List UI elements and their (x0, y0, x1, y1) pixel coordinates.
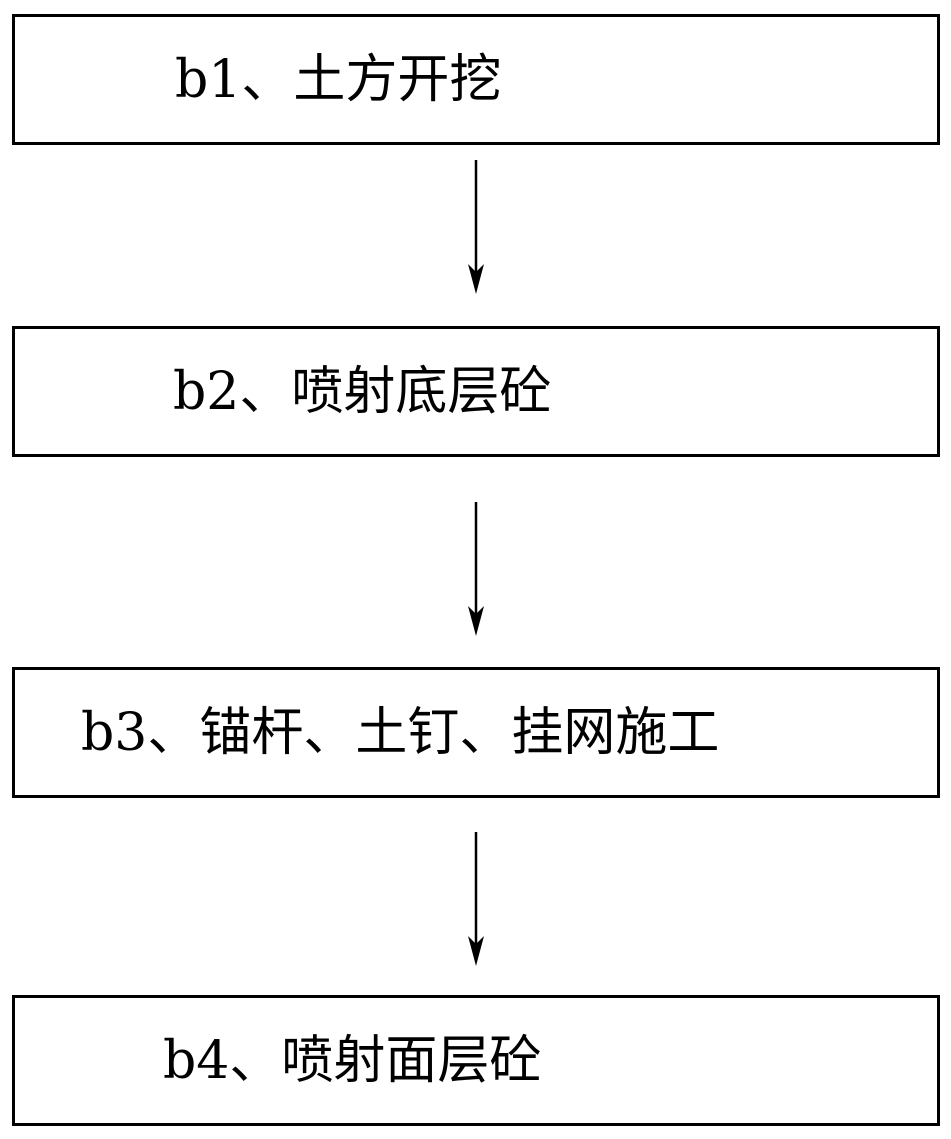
step-box-b1: b1、土方开挖 (12, 14, 940, 145)
step-label-b1: b1、土方开挖 (175, 49, 502, 110)
step-box-b3: b3、锚杆、土钉、挂网施工 (12, 667, 940, 798)
step-label-b3: b3、锚杆、土钉、挂网施工 (81, 702, 720, 763)
step-label-b2: b2、喷射底层砼 (173, 361, 552, 422)
step-box-b2: b2、喷射底层砼 (12, 326, 940, 457)
flow-arrow-1 (468, 160, 484, 294)
flow-arrow-3 (468, 832, 484, 966)
step-box-b4: b4、喷射面层砼 (12, 995, 940, 1126)
step-label-b4: b4、喷射面层砼 (163, 1030, 542, 1091)
flow-arrow-2 (468, 502, 484, 636)
